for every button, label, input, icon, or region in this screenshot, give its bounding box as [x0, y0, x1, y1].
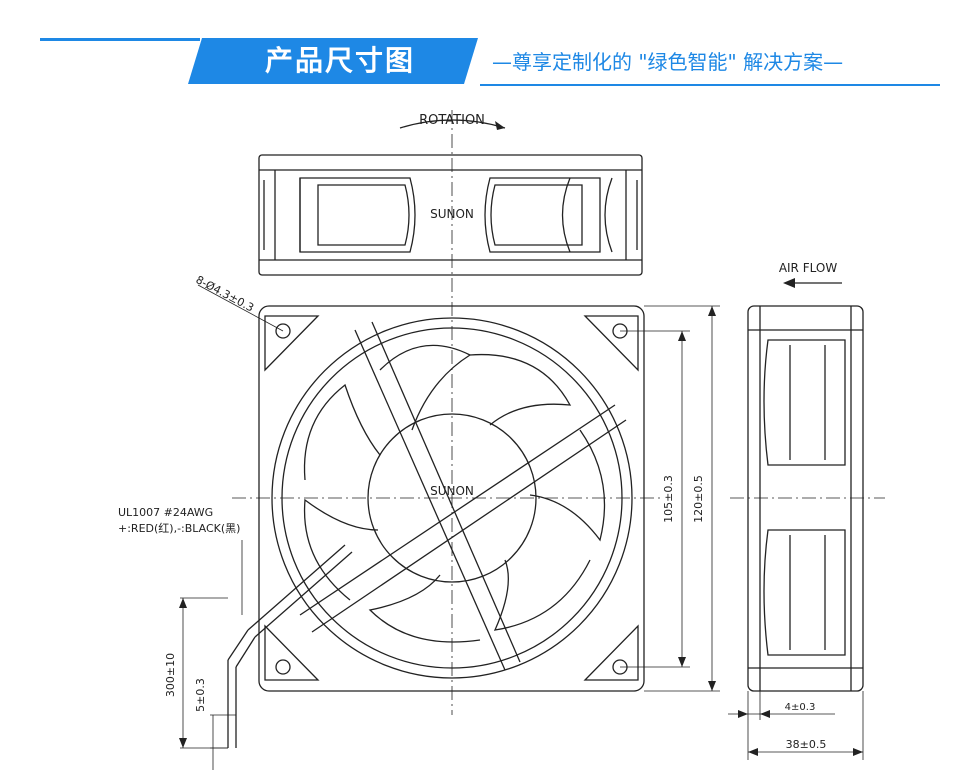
- header-accent-line-right: [480, 84, 940, 86]
- hole-leader: [197, 284, 284, 332]
- top-view: [258, 154, 643, 276]
- brand-center: SUNON: [430, 484, 474, 498]
- dim-depth: 38±0.5: [786, 738, 827, 751]
- dim-frame: 120±0.5: [692, 475, 705, 523]
- dim-strip: 5±0.3: [194, 678, 207, 712]
- dim-flange: 4±0.3: [785, 702, 816, 713]
- brand-top: SUNON: [430, 207, 474, 221]
- title-badge: [188, 38, 478, 84]
- front-view: [258, 305, 645, 692]
- dimension-arrowheads: [179, 306, 863, 756]
- wire-spec-line1: UL1007 #24AWG: [118, 506, 213, 519]
- center-lines: [232, 110, 885, 715]
- lead-wires: [227, 544, 353, 748]
- header-accent-line-left: [40, 38, 200, 41]
- rotation-label: ROTATION: [419, 113, 485, 128]
- page-header: 产品尺寸图 —尊享定制化的 "绿色智能" 解决方案—: [0, 0, 980, 100]
- dimension-lines: [180, 305, 864, 770]
- page-subtitle: —尊享定制化的 "绿色智能" 解决方案—: [492, 50, 844, 74]
- hub: [367, 413, 537, 583]
- hole-spec: 8-Ø4.3±0.3: [194, 273, 256, 314]
- side-view: [747, 305, 864, 692]
- mount-hole: [275, 659, 291, 675]
- mount-hole: [275, 323, 291, 339]
- page-title: 产品尺寸图: [264, 44, 415, 77]
- wire-spec-line2: +:RED(红),-:BLACK(黑): [118, 522, 240, 535]
- dim-hole-spacing: 105±0.3: [662, 475, 675, 523]
- dim-wire-length: 300±10: [164, 653, 177, 697]
- air-flow-label: AIR FLOW: [779, 261, 838, 275]
